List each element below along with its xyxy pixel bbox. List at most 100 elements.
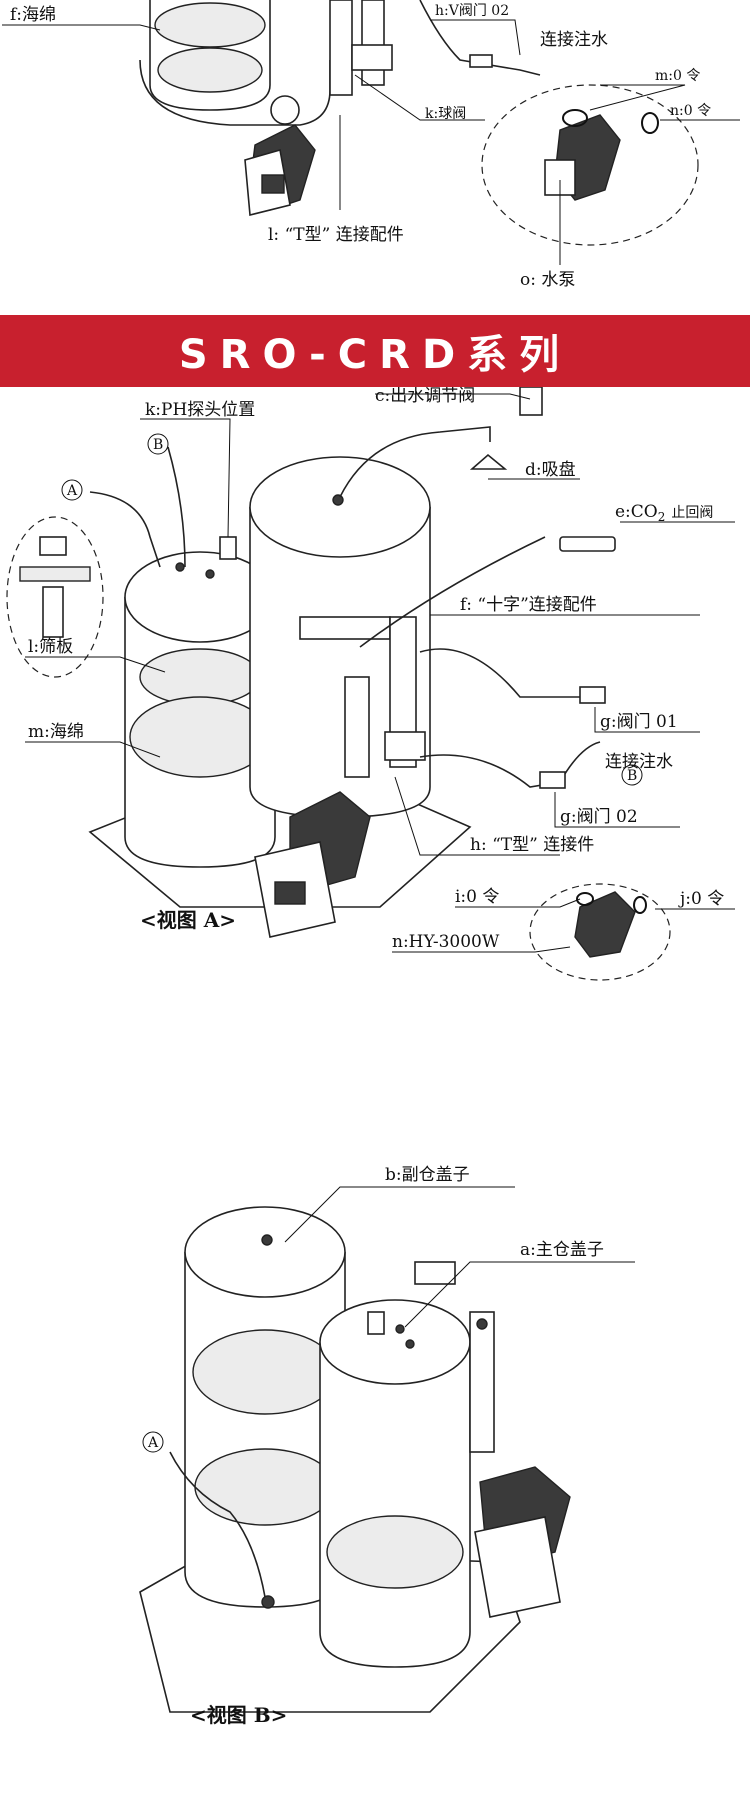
view-a-leader-k (140, 418, 231, 538)
top-detail-ellipse (481, 84, 699, 246)
view-a-hose-co2 (359, 536, 546, 648)
view-a-detail-lid (19, 566, 91, 582)
label-top-k: k:球阀 (425, 106, 466, 122)
label-top-h: h:V阀门 02 (435, 3, 509, 19)
label-top-n: n:0 令 (670, 103, 711, 119)
view-a-leader-l (25, 656, 166, 673)
label-a-water-inlet: 连接注水 (605, 752, 673, 772)
view-a-valve-g1 (579, 686, 606, 704)
view-a-vertical-pipe-2 (344, 676, 370, 778)
top-pipe-right (361, 0, 385, 86)
top-diagram: f:海绵 h:V阀门 02 连接注水 m:0 令 n:0 令 k:球阀 l: “… (2, 0, 740, 290)
view-a-right-lid-port (332, 494, 344, 506)
view-a-port-b (205, 569, 215, 579)
label-a-m: m:海绵 (28, 722, 84, 742)
view-a-marker-b2-circle (621, 764, 643, 786)
view-a-oring-i (576, 892, 594, 906)
view-a-pump-box (274, 881, 306, 905)
view-a-leader-m (25, 741, 161, 758)
view-a-suction-cup (469, 453, 508, 470)
view-b-right-port-1 (395, 1324, 405, 1334)
view-b-vertical-pipe (469, 1311, 495, 1453)
view-a-leader-h (394, 776, 560, 856)
view-a-caption: <视图 A> (140, 908, 236, 932)
series-title: SRO-CRD系列 (178, 332, 572, 378)
label-a-l: l:筛板 (28, 637, 73, 657)
top-sponge-disk (154, 2, 266, 48)
marker-b: B (153, 437, 163, 453)
view-b-left-lid (184, 1206, 346, 1298)
view-b-right-probe (367, 1311, 385, 1335)
label-a-d: d:吸盘 (525, 460, 576, 480)
view-a-port-a (175, 562, 185, 572)
top-hose (419, 0, 541, 76)
view-b-sieve-plate (194, 1448, 336, 1526)
label-b-a: a:主仓盖子 (520, 1240, 604, 1260)
top-sieve-plate (157, 47, 263, 93)
view-b-marker-a: A (147, 1435, 159, 1451)
view-b-marker-a-circle (142, 1431, 164, 1453)
view-a-detail-pump-ellipse (529, 883, 671, 981)
view-a-detail-probe (42, 586, 64, 638)
view-a-detail-left (6, 516, 104, 678)
top-leader-f (2, 24, 161, 31)
top-ball-valve (351, 44, 393, 71)
top-v-valve (469, 54, 493, 68)
label-top-o: o: 水泵 (520, 270, 575, 290)
label-a-n: n:HY-3000W (392, 932, 500, 952)
view-b-right-cylinder (319, 1342, 471, 1668)
label-a-h: h: “T型” 连接件 (470, 835, 594, 855)
view-a-marker-b-circle (147, 433, 169, 455)
view-b-hose-a-port (261, 1595, 275, 1609)
view-b-leader-a (404, 1261, 635, 1328)
label-a-e: e:CO2 止回阀 (615, 502, 713, 524)
view-a-leader-i (455, 898, 581, 908)
view-b-diagram: b:副仓盖子 a:主仓盖子 A <视图 B> (139, 1165, 635, 1727)
view-a-detail-probe-head (39, 536, 67, 556)
view-a-hose-out (339, 426, 491, 498)
series-banner: SRO-CRD系列 (0, 315, 750, 387)
view-a-outlet-valve (519, 387, 543, 416)
view-b-left-lid-port (261, 1234, 273, 1246)
view-a-hose-a (89, 491, 161, 568)
label-a-j: j:0 令 (678, 889, 724, 909)
top-leader-h (430, 19, 521, 56)
view-a-co2-valve (559, 536, 616, 552)
label-a-e-sub: 2 (658, 510, 666, 524)
view-b-right-lid (319, 1299, 471, 1385)
view-b-right-port-2 (405, 1339, 415, 1349)
label-a-g2: g:阀门 02 (560, 807, 638, 827)
label-a-c: c:出水调节阀 (375, 387, 475, 406)
view-a-hose-g1 (419, 648, 580, 698)
view-b-elbow (414, 1261, 456, 1285)
top-oring-n (641, 112, 659, 134)
view-a-ph-probe (219, 536, 237, 560)
label-top-l: l: “T型” 连接配件 (268, 225, 404, 245)
marker-a: A (66, 483, 78, 499)
view-a-right-lid (249, 456, 431, 558)
top-pump-box (261, 174, 285, 194)
top-leader-k (354, 74, 485, 121)
view-a-oring-j (633, 896, 647, 914)
top-diagram-section: f:海绵 h:V阀门 02 连接注水 m:0 令 n:0 令 k:球阀 l: “… (0, 0, 750, 315)
view-a-hose-b (167, 446, 186, 568)
view-a-leader-g1 (594, 707, 700, 733)
top-pump-ring (270, 95, 300, 125)
label-a-e-rest: 止回阀 (671, 505, 713, 521)
view-b-leader-b (284, 1186, 515, 1243)
label-a-e-main: e:CO (615, 502, 658, 522)
label-a-g1: g:阀门 01 (600, 712, 678, 732)
view-a-leader-c (375, 393, 531, 400)
label-a-i: i:0 令 (455, 887, 499, 907)
view-b-hose-a (169, 1451, 266, 1598)
view-a-detail-pump (574, 891, 636, 958)
view-a-leader-n (392, 946, 571, 953)
label-a-f: f: “十字”连接配件 (460, 595, 597, 615)
view-a-leader-g2 (554, 792, 680, 828)
label-top-water-inlet: 连接注水 (540, 30, 608, 50)
view-a-ball-valve (384, 731, 426, 761)
view-b-pipe-cap (476, 1318, 488, 1330)
view-a-marker-a-circle (61, 479, 83, 501)
